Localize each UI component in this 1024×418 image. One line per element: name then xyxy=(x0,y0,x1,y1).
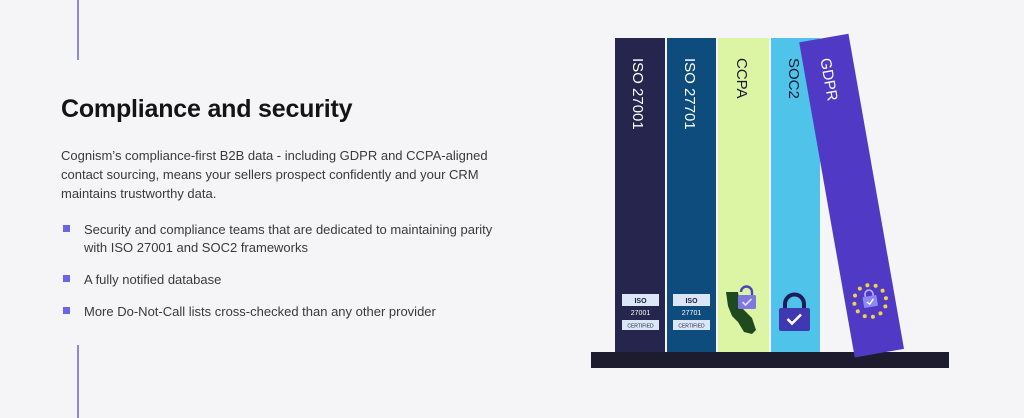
california-lock-icon xyxy=(726,285,756,334)
padlock-icon xyxy=(779,292,810,331)
decorative-vertical-line-top xyxy=(77,0,79,60)
svg-text:27001: 27001 xyxy=(631,310,651,317)
list-item: More Do-Not-Call lists cross-checked tha… xyxy=(61,303,504,321)
list-item-text: Security and compliance teams that are d… xyxy=(84,222,493,255)
square-bullet-icon xyxy=(63,307,70,314)
compliance-section: Compliance and security Cognism’s compli… xyxy=(61,95,511,335)
list-item-text: More Do-Not-Call lists cross-checked tha… xyxy=(84,304,436,319)
bookshelf xyxy=(591,352,949,368)
book-iso-27001: ISO 27001 ISO 27001 CERTIFIED xyxy=(615,38,665,352)
svg-text:ISO: ISO xyxy=(634,298,647,305)
certified-badge-icon: ISO 27001 CERTIFIED xyxy=(622,294,659,330)
list-item: A fully notified database xyxy=(61,271,504,289)
book-gdpr: GDPR xyxy=(799,33,904,358)
book-label: SOC2 xyxy=(785,58,802,99)
list-item-text: A fully notified database xyxy=(84,272,222,287)
svg-text:CERTIFIED: CERTIFIED xyxy=(627,324,654,330)
svg-text:CERTIFIED: CERTIFIED xyxy=(678,324,705,330)
book-label: CCPA xyxy=(733,58,750,99)
book-iso-27701: ISO 27701 ISO 27701 CERTIFIED xyxy=(667,38,716,352)
square-bullet-icon xyxy=(63,225,70,232)
book-label: ISO 27701 xyxy=(681,58,698,130)
square-bullet-icon xyxy=(63,275,70,282)
eu-stars-lock-icon xyxy=(852,283,888,319)
bullet-list: Security and compliance teams that are d… xyxy=(61,221,511,321)
section-intro: Cognism’s compliance-first B2B data - in… xyxy=(61,148,488,201)
decorative-vertical-line-bottom xyxy=(77,345,79,418)
svg-text:27701: 27701 xyxy=(682,310,702,317)
certified-badge-icon: ISO 27701 CERTIFIED xyxy=(673,294,710,330)
book-label: ISO 27001 xyxy=(629,58,646,130)
section-title: Compliance and security xyxy=(61,95,353,123)
list-item: Security and compliance teams that are d… xyxy=(61,221,504,257)
book-ccpa: CCPA xyxy=(718,38,769,352)
svg-text:ISO: ISO xyxy=(685,298,698,305)
